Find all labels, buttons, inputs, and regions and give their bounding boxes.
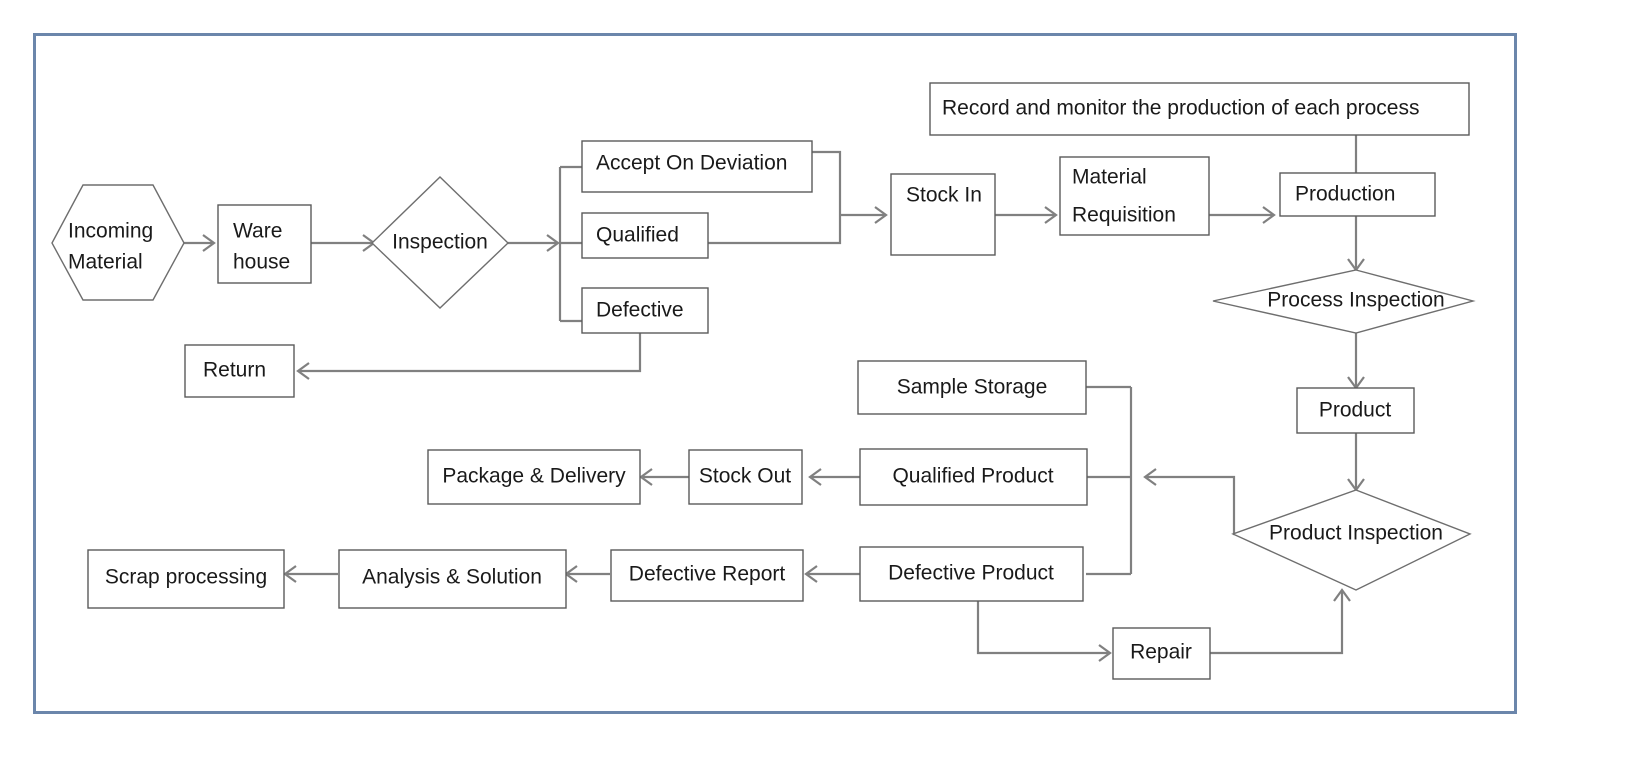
node-process-inspection[interactable]: Process Inspection	[1212, 269, 1476, 334]
node-record-monitor[interactable]: Record and monitor the production of eac…	[929, 82, 1470, 136]
node-label-product: Product	[1319, 399, 1392, 422]
node-label-defective: Defective	[596, 299, 684, 322]
edge-qualified-to-merge	[708, 215, 842, 245]
node-label-material-requisition-1: Material	[1072, 166, 1147, 189]
arrowhead	[202, 234, 216, 252]
node-label-incoming-material-2: Material	[68, 251, 143, 274]
node-label-inspection: Inspection	[392, 231, 488, 254]
node-defective-product[interactable]: Defective Product	[859, 546, 1084, 602]
node-sample-storage[interactable]: Sample Storage	[857, 360, 1087, 415]
node-label-warehouse-1: Ware	[233, 220, 282, 243]
node-production[interactable]: Production	[1279, 172, 1436, 217]
arrowhead	[1333, 588, 1351, 602]
edge-repair-to-product-inspection	[1210, 592, 1344, 655]
arrowhead	[296, 362, 310, 380]
edge-defective-to-return	[300, 333, 642, 373]
node-label-repair: Repair	[1130, 641, 1192, 664]
node-product[interactable]: Product	[1296, 387, 1415, 434]
node-label-warehouse-2: house	[233, 251, 290, 274]
connectors	[184, 135, 1365, 662]
node-analysis-solution[interactable]: Analysis & Solution	[338, 549, 567, 609]
node-qualified[interactable]: Qualified	[581, 212, 709, 259]
node-material-requisition[interactable]: Material Requisition	[1059, 156, 1210, 236]
node-label-qualified-product: Qualified Product	[892, 465, 1053, 488]
node-label-defective-product: Defective Product	[888, 562, 1054, 585]
node-label-stock-out: Stock Out	[699, 465, 791, 488]
node-label-scrap-processing: Scrap processing	[105, 566, 267, 589]
node-label-return: Return	[203, 359, 266, 382]
edge-product-inspection-to-results	[1147, 475, 1236, 536]
arrowhead	[639, 468, 653, 486]
node-label-production: Production	[1295, 183, 1395, 206]
node-qualified-product[interactable]: Qualified Product	[859, 448, 1088, 506]
arrowhead	[1143, 468, 1157, 486]
node-scrap-processing[interactable]: Scrap processing	[87, 549, 285, 609]
node-label-incoming-material-1: Incoming	[68, 220, 153, 243]
arrowhead	[546, 234, 560, 252]
node-label-sample-storage: Sample Storage	[897, 376, 1048, 399]
node-warehouse[interactable]: Ware house	[217, 204, 312, 284]
arrowhead	[283, 565, 297, 583]
node-label-defective-report: Defective Report	[629, 563, 786, 586]
node-stock-out[interactable]: Stock Out	[688, 449, 803, 505]
node-accept-on-deviation[interactable]: Accept On Deviation	[581, 140, 813, 193]
node-inspection[interactable]: Inspection	[370, 176, 510, 309]
node-label-stock-in: Stock In	[906, 184, 982, 207]
node-label-product-inspection: Product Inspection	[1269, 522, 1443, 545]
arrowhead	[874, 206, 888, 224]
edge-accept-to-merge	[812, 150, 842, 215]
arrowhead	[804, 565, 818, 583]
arrowhead	[1098, 644, 1112, 662]
arrowhead	[1262, 206, 1276, 224]
node-stock-in[interactable]: Stock In	[890, 173, 996, 256]
node-label-analysis-solution: Analysis & Solution	[362, 566, 542, 589]
node-repair[interactable]: Repair	[1112, 627, 1211, 680]
node-product-inspection[interactable]: Product Inspection	[1231, 489, 1472, 591]
node-return[interactable]: Return	[184, 344, 295, 398]
node-label-accept-on-deviation: Accept On Deviation	[596, 152, 787, 175]
node-package-delivery[interactable]: Package & Delivery	[427, 449, 641, 505]
arrowhead	[1044, 206, 1058, 224]
node-label-record-monitor: Record and monitor the production of eac…	[942, 97, 1419, 120]
node-incoming-material[interactable]: Incoming Material	[51, 184, 185, 301]
node-label-material-requisition-2: Requisition	[1072, 204, 1176, 227]
edge-defective-product-to-repair	[976, 601, 1108, 655]
node-label-package-delivery: Package & Delivery	[442, 465, 626, 488]
arrowhead	[808, 468, 822, 486]
node-defective[interactable]: Defective	[581, 287, 709, 334]
node-label-process-inspection: Process Inspection	[1267, 289, 1444, 312]
node-defective-report[interactable]: Defective Report	[610, 549, 804, 602]
node-label-qualified: Qualified	[596, 224, 679, 247]
